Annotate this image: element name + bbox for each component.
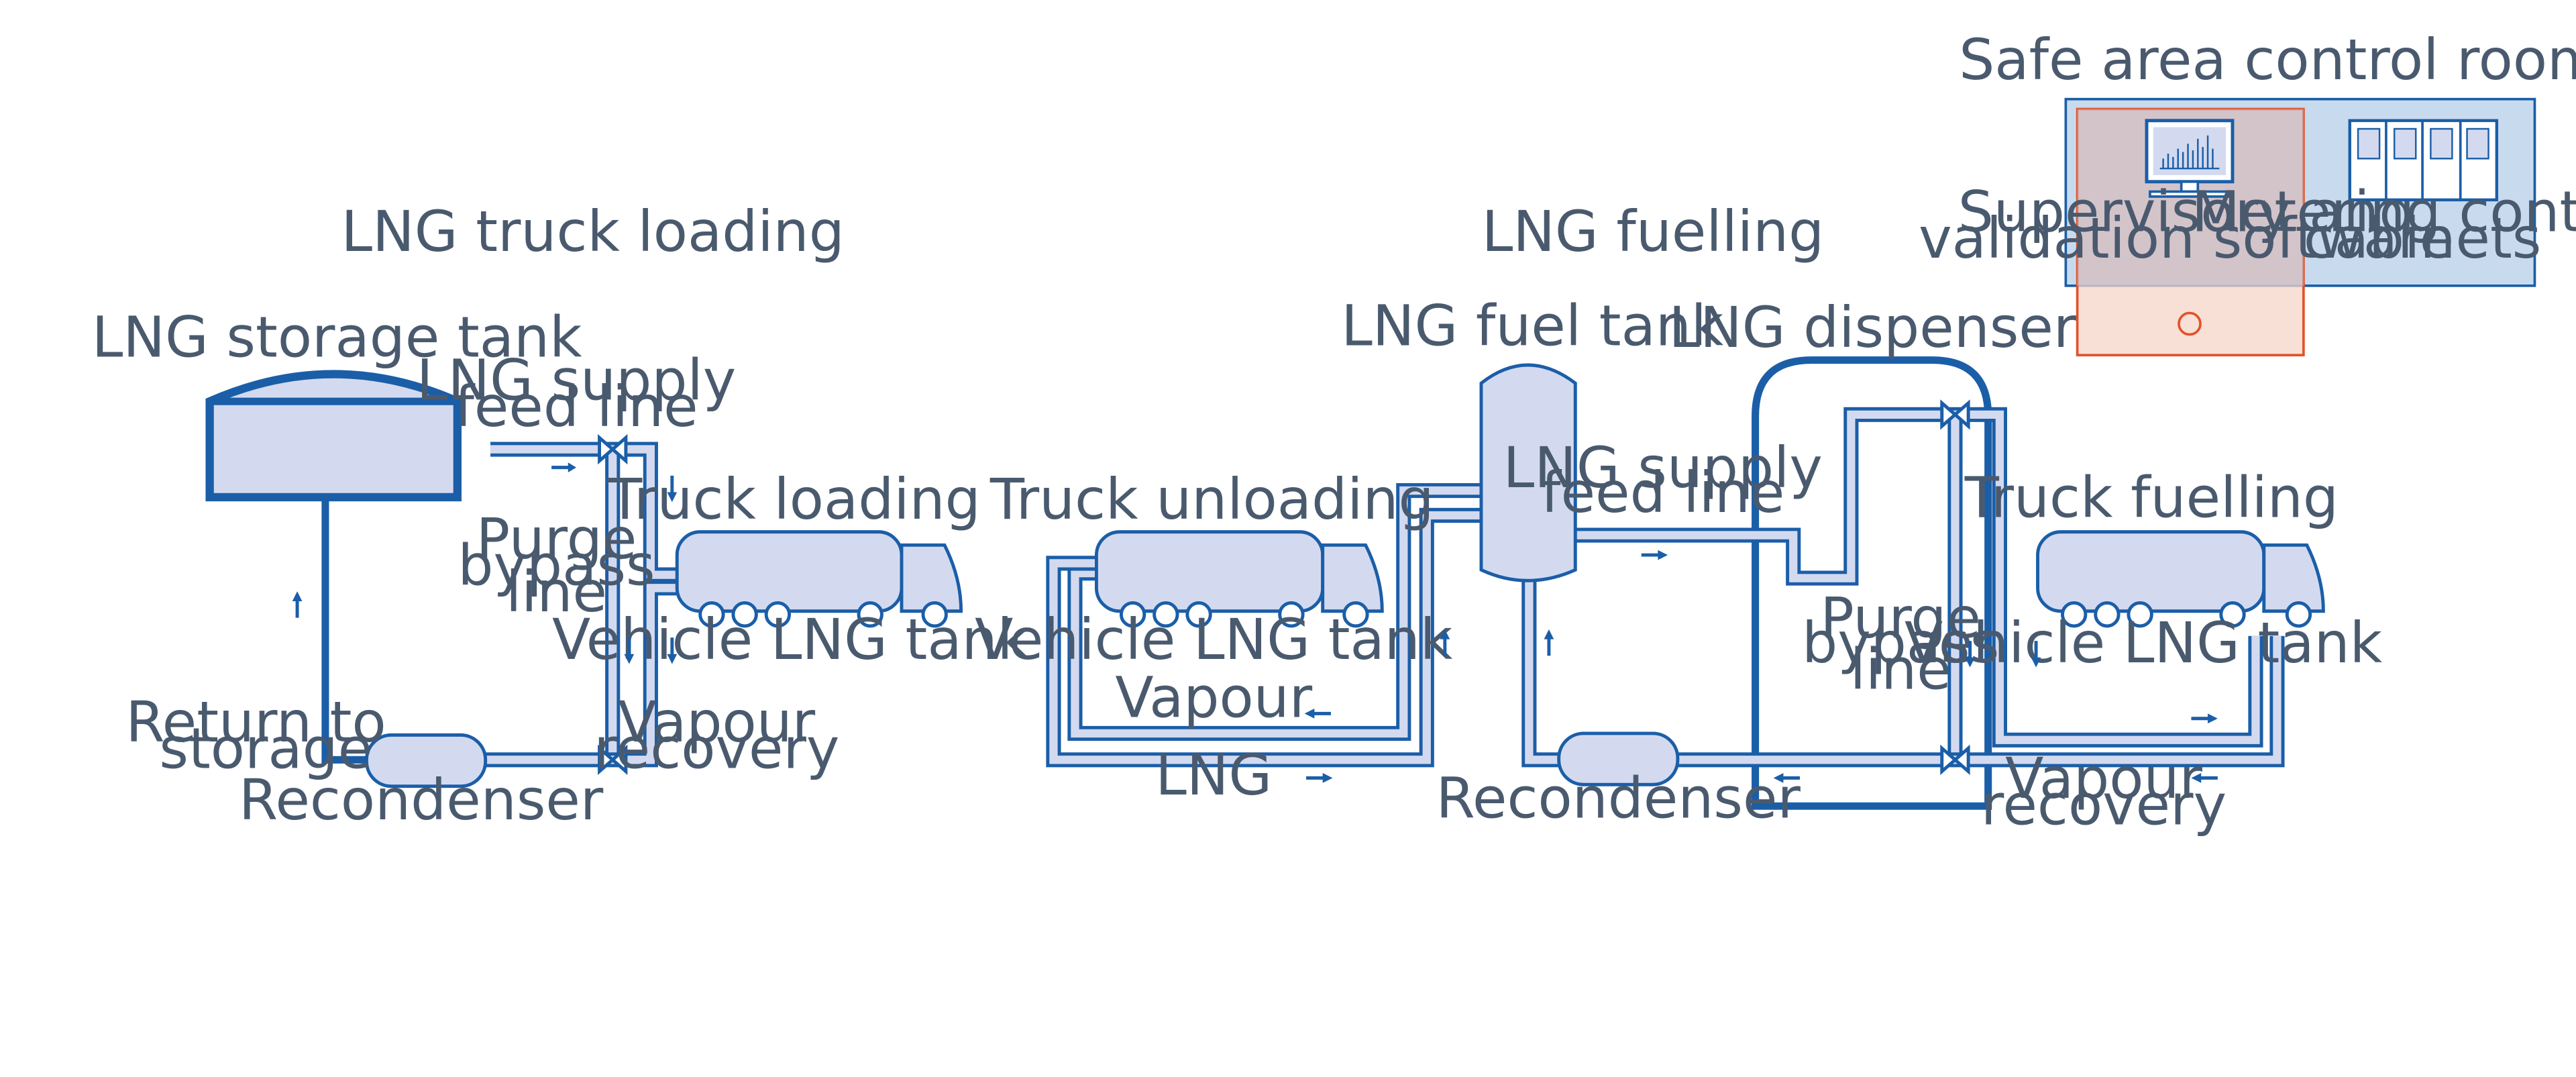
recondenser-left xyxy=(365,733,488,788)
supply-line-label-1: LNG supply xyxy=(417,348,736,413)
truck-loading-truck xyxy=(675,530,963,628)
storage-tank-label: LNG storage tank xyxy=(92,305,582,370)
truck-unloading-truck xyxy=(1095,530,1384,628)
monitor-icon xyxy=(2145,119,2235,198)
recondenser-left-label: Recondenser xyxy=(239,767,604,833)
valve-top-right xyxy=(1940,399,1970,430)
truck-fuelling-label: Truck fuelling xyxy=(1964,464,2339,530)
dispenser-label: LNG dispenser xyxy=(1668,295,2076,360)
indicator-circle-icon xyxy=(2178,311,2202,336)
purge-label-2: bypass xyxy=(458,532,655,598)
software-label-2: validation software xyxy=(1919,205,2454,271)
vapour-recovery-right-2: recovery xyxy=(1981,772,2226,837)
vapour-recovery-left-1: Vapour xyxy=(618,689,815,755)
lng-label: LNG xyxy=(1155,742,1272,808)
valve-bottom-right xyxy=(1940,744,1970,775)
truck-loading-pipes xyxy=(485,442,678,768)
control-room-title: Safe area control room xyxy=(1959,27,2576,93)
lng-fuel-tank xyxy=(1479,363,1577,582)
supply-right-label-1: LNG supply xyxy=(1503,435,1823,501)
purge-label-3: line xyxy=(506,559,607,625)
fuelling-section-title: LNG fuelling xyxy=(1482,199,1825,264)
lng-dispenser-outline xyxy=(1752,356,1992,810)
return-label-1: Return to xyxy=(125,689,386,755)
truck-loading-section-title: LNG truck loading xyxy=(341,199,845,264)
valve-bottom-left xyxy=(598,744,628,775)
purge-label-1: Purge xyxy=(476,506,637,572)
truck-loading-label: Truck loading xyxy=(607,466,981,532)
vehicle-tank-right-label: Vehicle LNG tank xyxy=(1904,610,2383,676)
supply-right-label-2: feed line xyxy=(1541,460,1784,525)
fuelling-pipes xyxy=(1046,407,2285,768)
cabinets-label-1: Metering control xyxy=(2192,179,2576,245)
valve-top-left xyxy=(598,433,628,465)
vapour-label: Vapour xyxy=(1115,664,1312,730)
software-label-1: Supervisory and xyxy=(1958,179,2415,245)
vehicle-tank-middle-label: Vehicle LNG tank xyxy=(975,607,1453,672)
cabinets-label-2: cabinets xyxy=(2304,205,2542,271)
vapour-recovery-left-2: recovery xyxy=(594,716,839,782)
recondenser-right xyxy=(1557,731,1680,786)
vapour-recovery-right-1: Vapour xyxy=(2005,746,2202,811)
vehicle-tank-left-label: Vehicle LNG tank xyxy=(552,607,1030,672)
lng-storage-tank xyxy=(205,370,462,502)
truck-unloading-label: Truck unloading xyxy=(989,466,1434,532)
truck-fuelling-truck xyxy=(2036,530,2325,628)
supply-line-label-2: feed line xyxy=(454,374,698,440)
return-label-2: storage xyxy=(159,716,372,782)
fuel-tank-label: LNG fuel tank xyxy=(1341,293,1724,358)
flow-arrows-right xyxy=(1304,550,2218,783)
flow-arrows-left xyxy=(292,462,678,664)
purge-right-label-1: Purge xyxy=(1820,585,1981,651)
recondenser-right-label: Recondenser xyxy=(1436,765,1801,831)
return-to-storage-line xyxy=(321,497,367,764)
purge-right-label-2: bypass xyxy=(1802,610,1999,676)
cabinets-icon xyxy=(2348,119,2499,202)
purge-right-label-3: line xyxy=(1850,636,1951,702)
